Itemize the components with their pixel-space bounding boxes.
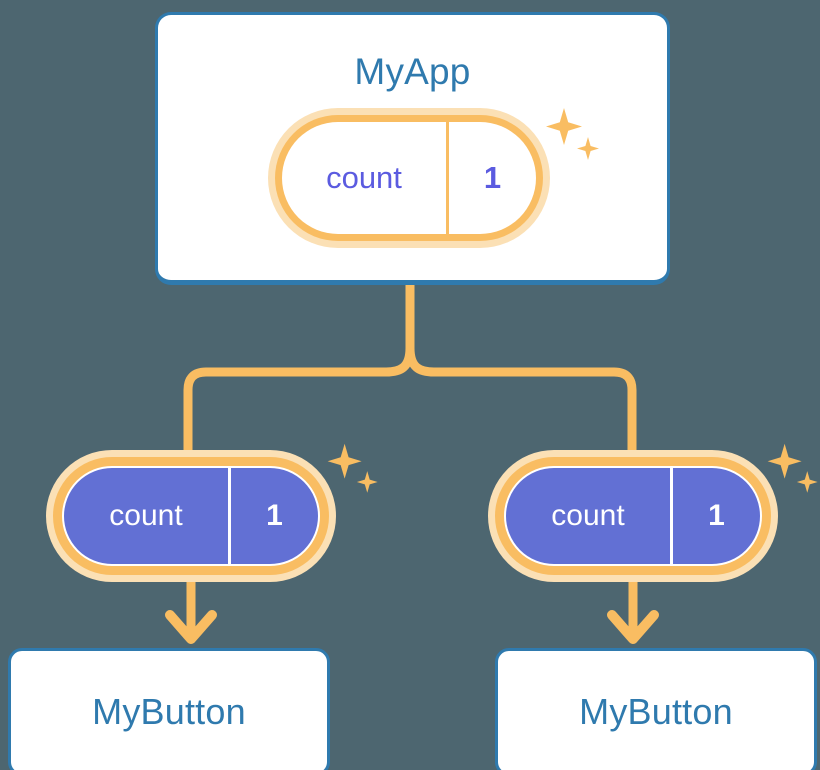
state-pill-root[interactable]: count 1 [268,108,550,248]
component-title-mybutton: MyButton [92,691,246,732]
component-title-myapp: MyApp [354,51,471,92]
state-pill-branch-0[interactable]: count 1 [46,450,336,582]
sparkle-small-icon [356,471,378,493]
state-value-label: 1 [446,122,536,234]
state-value-label: 1 [670,468,760,564]
component-card-mybutton-1[interactable]: MyButton [495,648,817,770]
component-card-mybutton-0[interactable]: MyButton [8,648,330,770]
state-key-label: count [551,499,625,532]
state-pill-body: count 1 [62,466,320,566]
state-pill-body: count 1 [504,466,762,566]
state-key-label: count [109,499,183,532]
state-pill-branch-1[interactable]: count 1 [488,450,778,582]
connector-branch-left [183,347,415,462]
component-title-mybutton: MyButton [579,691,733,732]
state-value-label: 1 [228,468,318,564]
sparkle-small-icon [796,471,818,493]
connector-branch-right [405,347,637,462]
arrow-head-left-icon [165,610,217,644]
state-pill-body: count 1 [282,122,536,234]
arrow-head-right-icon [607,610,659,644]
state-key-label: count [326,160,402,195]
